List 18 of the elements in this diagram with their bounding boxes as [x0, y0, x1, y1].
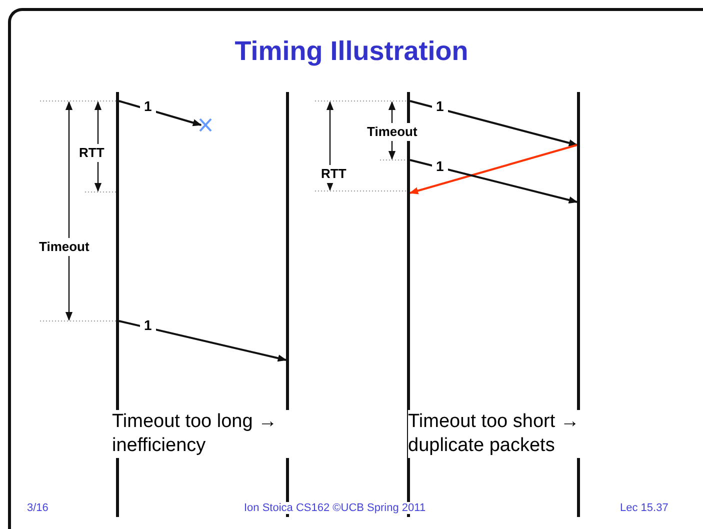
dimension-label: Timeout: [38, 238, 90, 256]
message-arrow: [410, 100, 578, 146]
message-arrow: [118, 320, 287, 362]
edge-label: 1: [140, 318, 156, 334]
dimension-label: RTT: [320, 165, 348, 184]
footer-text: 3/16: [27, 502, 48, 514]
message-arrow: [118, 100, 202, 126]
edge-label: 1: [432, 99, 448, 114]
dimension-label: RTT: [78, 144, 106, 162]
message-arrow: [409, 144, 578, 194]
footer-text: Ion Stoica CS162 ©UCB Spring 2011: [244, 502, 426, 514]
edge-label: 1: [140, 99, 156, 114]
message-arrow: [410, 159, 578, 204]
dimension-label: Timeout: [366, 123, 418, 142]
footer-text: Lec 15.37: [620, 502, 668, 514]
caption-text: Timeout too long → inefficiency: [112, 410, 292, 458]
slide-title: Timing Illustration: [234, 36, 470, 67]
loss-cross-icon: [199, 118, 212, 132]
